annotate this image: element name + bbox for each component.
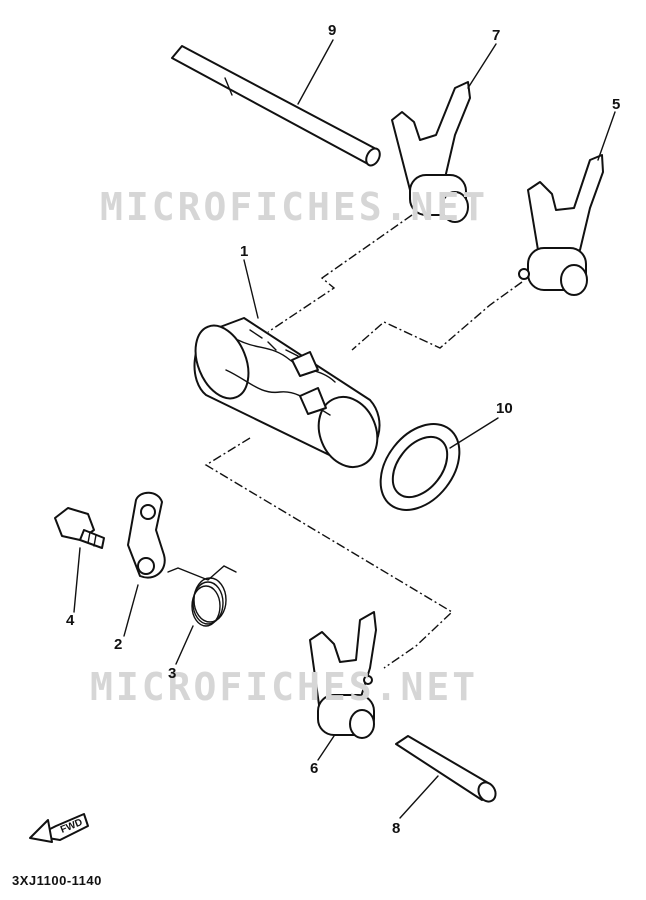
callout-3: 3 [168, 665, 177, 682]
diagram-code: 3XJ1100-1140 [12, 873, 102, 888]
callout-leaders [73, 39, 616, 819]
callout-7: 7 [492, 27, 501, 44]
part-10-washer [379, 423, 461, 511]
watermark-upper: MICROFICHES.NET [100, 185, 489, 229]
callout-2: 2 [114, 636, 123, 653]
callout-6: 6 [310, 760, 319, 777]
callout-5: 5 [612, 96, 621, 113]
part-1-shift-cam [193, 317, 381, 468]
callout-9: 9 [328, 22, 337, 39]
callout-10: 10 [496, 400, 513, 417]
part-9-shift-rod [171, 45, 381, 167]
callout-4: 4 [66, 612, 75, 629]
part-8-guide-bar [395, 735, 497, 803]
part-4-bolt [54, 507, 105, 549]
fwd-arrow-icon: FWD [29, 813, 89, 843]
callout-1: 1 [240, 243, 249, 260]
part-2-stopper-lever [127, 491, 166, 579]
watermark-lower: MICROFICHES.NET [90, 665, 479, 709]
part-7-shift-fork [391, 81, 471, 223]
part-3-torsion-spring [167, 565, 237, 627]
part-5-shift-fork [518, 154, 604, 296]
callout-8: 8 [392, 820, 401, 837]
part-6-shift-fork [309, 611, 377, 739]
assembly-guide-lines [204, 214, 523, 669]
